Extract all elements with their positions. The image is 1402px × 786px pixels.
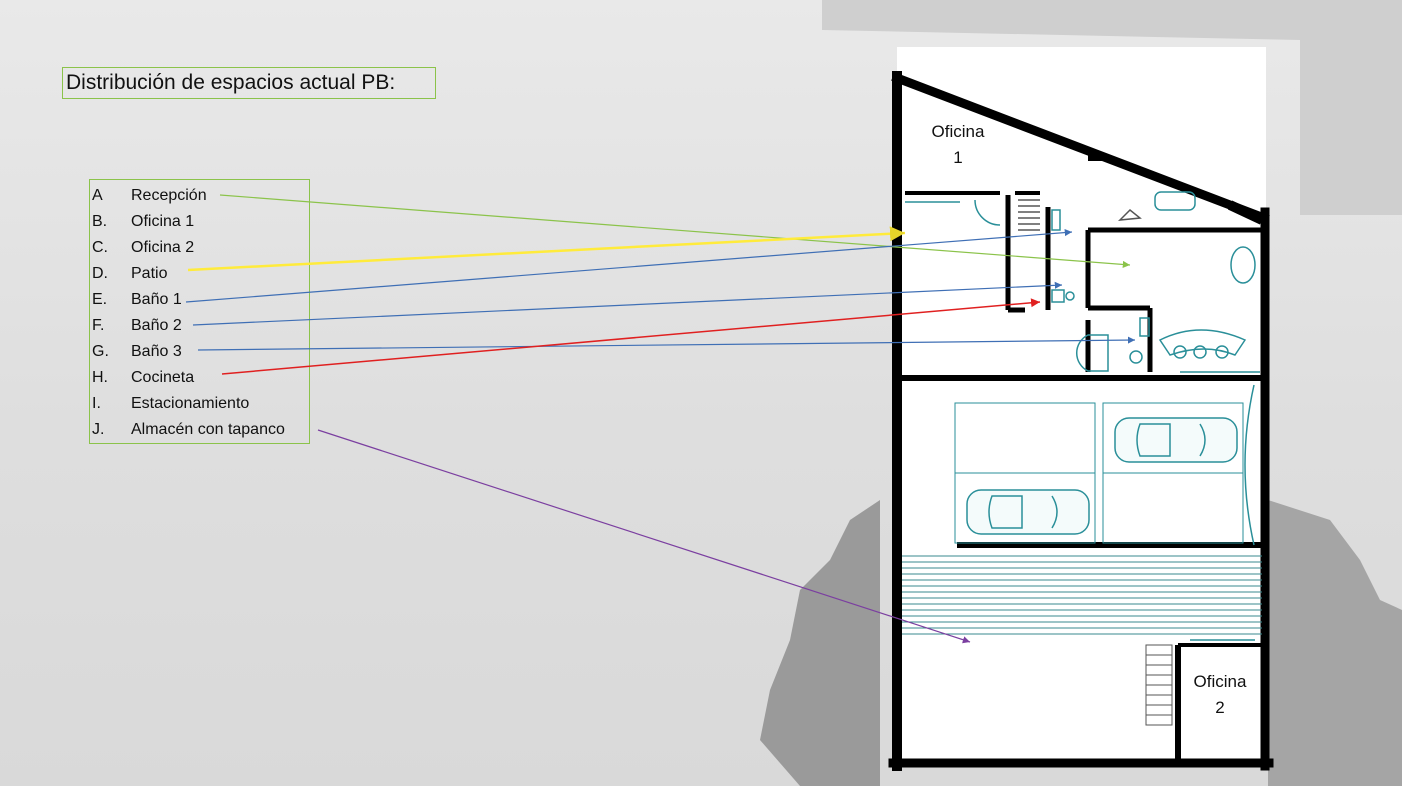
legend-key: C. bbox=[92, 239, 108, 256]
legend-key: B. bbox=[92, 213, 108, 230]
legend-key: D. bbox=[92, 265, 108, 282]
room-label-line: Oficina bbox=[931, 122, 985, 141]
legend-key: J. bbox=[92, 421, 105, 438]
legend-label: Baño 3 bbox=[131, 343, 182, 360]
legend-label: Cocineta bbox=[131, 369, 195, 386]
legend-label: Patio bbox=[131, 265, 168, 282]
arrow-patio bbox=[187, 226, 906, 272]
parking-spaces bbox=[954, 402, 1244, 544]
room-label-oficina-2: Oficina 2 bbox=[1184, 669, 1256, 721]
arrow-bano-2 bbox=[192, 281, 1063, 326]
legend-label: Oficina 1 bbox=[131, 213, 195, 230]
legend-key: I. bbox=[92, 395, 101, 412]
legend-label: Recepción bbox=[131, 187, 207, 204]
room-label-line: 2 bbox=[1215, 698, 1225, 717]
page-title: Distribución de espacios actual PB: bbox=[62, 67, 436, 99]
legend-key: G. bbox=[92, 343, 109, 360]
legend-key: F. bbox=[92, 317, 105, 334]
legend-label: Baño 2 bbox=[131, 317, 182, 334]
fixtures bbox=[905, 191, 1260, 641]
legend-label: Almacén con tapanco bbox=[131, 421, 285, 438]
stairs-bottom bbox=[1145, 644, 1173, 726]
arrow-recepcion bbox=[219, 194, 1131, 269]
stairs-top bbox=[1018, 199, 1040, 231]
room-label-line: Oficina bbox=[1193, 672, 1247, 691]
plan-floor bbox=[897, 78, 1266, 766]
legend-key: H. bbox=[92, 369, 108, 386]
outer-walls bbox=[888, 71, 1274, 771]
legend-label: Estacionamiento bbox=[131, 395, 250, 412]
legend-label: Baño 1 bbox=[131, 291, 182, 308]
arrow-almacen bbox=[317, 429, 971, 644]
arrow-cocineta bbox=[221, 298, 1041, 375]
car-icon bbox=[1114, 417, 1238, 463]
legend-box: A Recepción B. Oficina 1 C. Oficina 2 D.… bbox=[89, 179, 310, 444]
legend-label: Oficina 2 bbox=[131, 239, 195, 256]
ramp-stripes bbox=[902, 555, 1262, 635]
legend-key: A bbox=[92, 187, 103, 204]
interior-walls bbox=[900, 153, 1265, 760]
room-label-line: 1 bbox=[953, 148, 963, 167]
arrow-bano-3 bbox=[197, 336, 1136, 351]
legend-key: E. bbox=[92, 291, 108, 308]
room-label-oficina-1: Oficina 1 bbox=[922, 119, 994, 171]
car-icon bbox=[966, 489, 1090, 535]
arrow-bano-1 bbox=[185, 228, 1073, 303]
